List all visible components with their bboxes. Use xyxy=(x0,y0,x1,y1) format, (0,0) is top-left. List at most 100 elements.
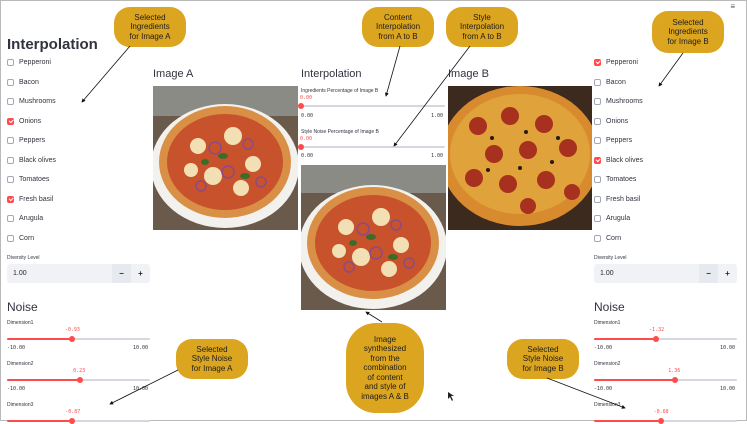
slider-fill xyxy=(7,338,72,340)
left-ingredient-checkbox[interactable]: Mushrooms xyxy=(7,98,56,105)
checkbox-icon[interactable] xyxy=(594,59,601,66)
checkbox-label: Corn xyxy=(19,234,35,242)
right-dimension-min: -10.00 xyxy=(594,345,613,351)
left-ingredient-checkbox[interactable]: Pepperoni xyxy=(7,59,51,66)
right-ingredient-checkbox[interactable]: Peppers xyxy=(594,137,632,144)
slider-fill xyxy=(594,338,657,340)
checkbox-icon[interactable] xyxy=(7,234,14,242)
image-b-title: Image B xyxy=(448,68,489,80)
left-ingredient-checkbox[interactable]: Arugula xyxy=(7,215,43,222)
checkbox-label: Tomatoes xyxy=(19,176,50,183)
style-noise-percentage-thumb[interactable] xyxy=(298,144,304,150)
checkbox-icon[interactable] xyxy=(594,78,601,86)
slider-thumb[interactable] xyxy=(653,336,660,342)
right-ingredient-checkbox[interactable]: Corn xyxy=(594,234,622,242)
right-diversity-value: 1.00 xyxy=(600,270,614,277)
checkbox-label: Arugula xyxy=(19,215,44,222)
checkbox-icon[interactable] xyxy=(594,195,601,203)
right-dimension-label: Dimension1 xyxy=(594,320,621,326)
right-ingredient-checkbox[interactable]: Mushrooms xyxy=(594,98,643,105)
right-diversity-plus-button[interactable]: + xyxy=(725,269,730,278)
right-dimension-slider[interactable] xyxy=(594,377,737,383)
checkbox-icon[interactable] xyxy=(7,59,14,66)
style-noise-percentage-max: 1.00 xyxy=(431,153,444,159)
checkbox-icon[interactable] xyxy=(594,137,601,144)
right-ingredient-checkbox[interactable]: Fresh basil xyxy=(594,195,641,203)
left-diversity-plus-button[interactable]: + xyxy=(138,269,143,278)
ingredients-percentage-thumb[interactable] xyxy=(298,103,304,109)
checkbox-icon[interactable] xyxy=(594,176,601,183)
checkbox-label: Corn xyxy=(606,234,622,242)
right-dimension-value: 1.36 xyxy=(668,368,681,374)
slider-fill xyxy=(594,379,676,381)
arrow-content-interpolation xyxy=(384,45,401,97)
checkbox-icon[interactable] xyxy=(594,117,601,125)
left-dimension-label: Dimension3 xyxy=(7,402,34,408)
checkbox-icon[interactable] xyxy=(594,156,601,164)
checkbox-icon[interactable] xyxy=(7,137,14,144)
right-diversity-input[interactable]: 1.00 − + xyxy=(594,264,737,283)
right-noise-title: Noise xyxy=(594,300,625,314)
right-dimension-max: 10.00 xyxy=(720,386,736,392)
left-dimension-min: -10.00 xyxy=(7,345,26,351)
left-dimension-label: Dimension2 xyxy=(7,361,34,367)
arrow-ingredients-a xyxy=(81,45,131,103)
slider-thumb[interactable] xyxy=(77,377,84,383)
arrow-noise-b xyxy=(546,377,626,409)
left-diversity-input[interactable]: 1.00 − + xyxy=(7,264,150,283)
ingredients-percentage-label: Ingredients Percentage of Image B xyxy=(301,88,379,94)
left-diversity-label: Diversity Level xyxy=(7,255,40,261)
checkbox-icon[interactable] xyxy=(7,156,14,164)
right-ingredient-checkbox[interactable]: Black olives xyxy=(594,156,643,164)
slider-thumb[interactable] xyxy=(68,336,75,342)
left-ingredient-checkbox[interactable]: Bacon xyxy=(7,78,39,86)
arrow-synthesized xyxy=(365,311,383,323)
left-dimension-slider[interactable] xyxy=(7,336,150,342)
checkbox-icon[interactable] xyxy=(594,98,601,105)
right-ingredient-checkbox[interactable]: Pepperoni xyxy=(594,59,638,66)
left-ingredient-checkbox[interactable]: Tomatoes xyxy=(7,176,49,183)
left-ingredient-checkbox[interactable]: Peppers xyxy=(7,137,45,144)
right-diversity-minus-button[interactable]: − xyxy=(699,264,718,283)
slider-thumb[interactable] xyxy=(672,377,679,383)
slider-fill xyxy=(7,379,81,381)
checkbox-label: Black olives xyxy=(19,156,56,164)
left-ingredient-checkbox[interactable]: Black olives xyxy=(7,156,56,164)
mouse-cursor-icon xyxy=(448,392,454,401)
left-diversity-minus-button[interactable]: − xyxy=(112,264,131,283)
right-dimension-min: -10.00 xyxy=(594,386,613,392)
ingredients-percentage-slider[interactable] xyxy=(298,103,445,109)
right-dimension-value: -0.68 xyxy=(653,409,669,415)
checkbox-icon[interactable] xyxy=(7,215,14,222)
checkbox-icon[interactable] xyxy=(7,78,14,86)
right-ingredient-checkbox[interactable]: Onions xyxy=(594,117,629,125)
right-ingredient-checkbox[interactable]: Tomatoes xyxy=(594,176,636,183)
ingredients-percentage-max: 1.00 xyxy=(431,113,444,119)
style-noise-percentage-slider[interactable] xyxy=(298,144,445,150)
checkbox-icon[interactable] xyxy=(7,176,14,183)
checkbox-label: Black olives xyxy=(606,156,643,164)
right-ingredient-checkbox[interactable]: Bacon xyxy=(594,78,626,86)
ingredients-percentage-min: 0.00 xyxy=(301,113,314,119)
checkbox-label: Pepperoni xyxy=(19,59,51,66)
right-ingredient-checkbox[interactable]: Arugula xyxy=(594,215,630,222)
style-noise-percentage-min: 0.00 xyxy=(301,153,314,159)
checkbox-label: Mushrooms xyxy=(606,98,643,105)
checkbox-label: Onions xyxy=(606,117,629,125)
ingredients-percentage-value: 0.00 xyxy=(300,95,313,101)
checkbox-icon[interactable] xyxy=(7,117,14,125)
left-ingredient-checkbox[interactable]: Onions xyxy=(7,117,41,125)
hamburger-menu-icon[interactable]: ≡ xyxy=(730,2,735,11)
checkbox-icon[interactable] xyxy=(594,215,601,222)
left-ingredient-checkbox[interactable]: Fresh basil xyxy=(7,195,53,203)
left-dimension-slider[interactable] xyxy=(7,377,150,383)
left-dimension-min: -10.00 xyxy=(7,386,26,392)
left-ingredient-checkbox[interactable]: Corn xyxy=(7,234,35,242)
right-dimension-slider[interactable] xyxy=(594,336,737,342)
checkbox-icon[interactable] xyxy=(7,195,14,203)
checkbox-label: Fresh basil xyxy=(606,195,641,203)
checkbox-icon[interactable] xyxy=(594,234,601,242)
checkbox-icon[interactable] xyxy=(7,98,14,105)
